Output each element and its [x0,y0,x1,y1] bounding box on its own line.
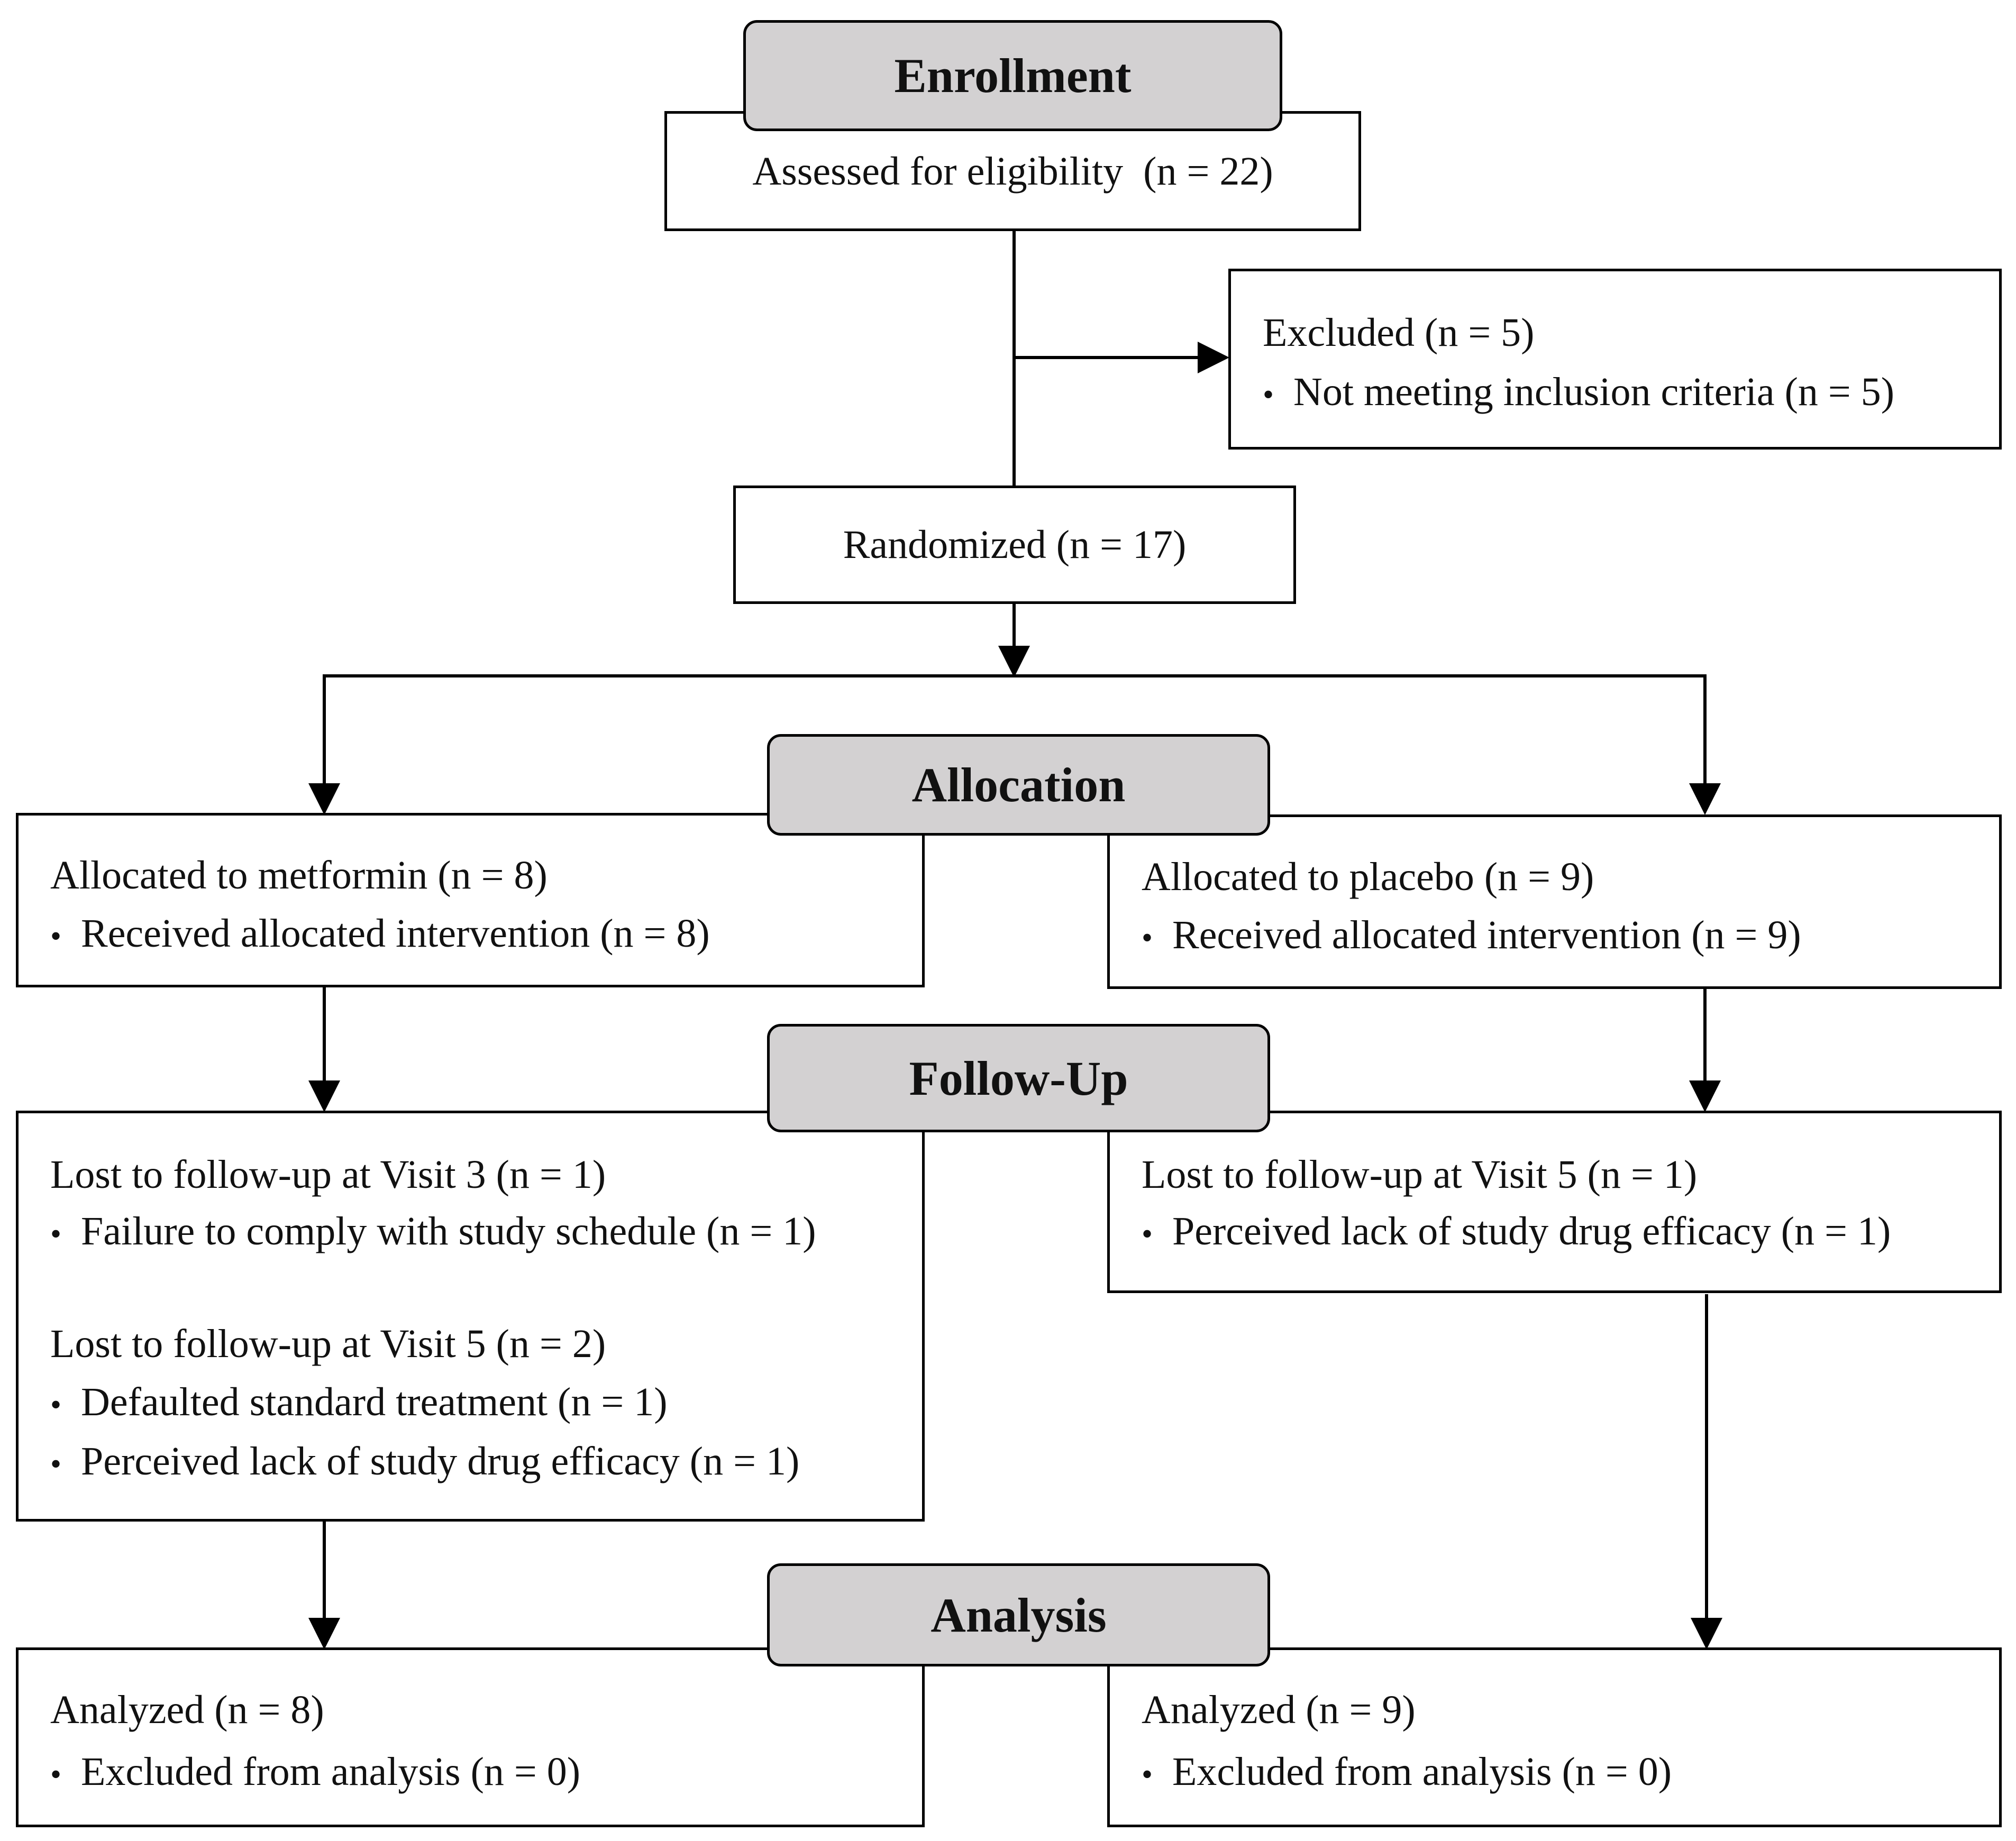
metformin-followup-group2-item-1-text: Defaulted standard treatment (n = 1) [81,1380,668,1424]
placebo-allocation-item: • Received allocated intervention (n = 9) [1142,915,1801,955]
metformin-followup-group1-item-text: Failure to comply with study schedule (n… [81,1209,816,1253]
excluded-reason-text: Not meeting inclusion criteria (n = 5) [1293,370,1895,414]
randomized-box: Randomized (n = 17) [733,486,1296,604]
metformin-followup-group2-item-1: • Defaulted standard treatment (n = 1) [50,1382,668,1422]
placebo-analysis-box: Analyzed (n = 9) • Excluded from analysis… [1107,1647,2002,1827]
placebo-allocation-title: Allocated to placebo (n = 9) [1142,855,1594,899]
bullet-icon: • [1142,1216,1153,1251]
metformin-allocation-box: Allocated to metformin (n = 8) • Received… [16,813,925,987]
placebo-followup-title: Lost to follow-up at Visit 5 (n = 1) [1142,1152,1698,1197]
metformin-allocation-item-text: Received allocated intervention (n = 8) [81,911,710,956]
metformin-allocation-title: Allocated to metformin (n = 8) [50,853,548,897]
excluded-title: Excluded (n = 5) [1263,310,1535,355]
placebo-allocation-box: Allocated to placebo (n = 9) • Received a… [1107,814,2002,989]
placebo-followup-box: Lost to follow-up at Visit 5 (n = 1) • Pe… [1107,1111,2002,1293]
metformin-followup-group2-item-2: • Perceived lack of study drug efficacy (… [50,1441,799,1481]
allocation-stage-text: Allocation [911,758,1126,812]
bullet-icon: • [1263,377,1274,412]
placebo-allocation-item-text: Received allocated intervention (n = 9) [1172,913,1801,957]
metformin-followup-group1-title: Lost to follow-up at Visit 3 (n = 1) [50,1152,606,1197]
analysis-stage-label: Analysis [767,1563,1270,1666]
bullet-icon: • [50,1216,62,1251]
follow-up-stage-label: Follow-Up [767,1024,1270,1132]
placebo-analysis-item-text: Excluded from analysis (n = 0) [1172,1750,1672,1794]
bullet-icon: • [50,919,62,954]
metformin-followup-box: Lost to follow-up at Visit 3 (n = 1) • Fa… [16,1111,925,1522]
bullet-icon: • [50,1387,62,1422]
placebo-followup-item-text: Perceived lack of study drug efficacy (n… [1172,1209,1891,1253]
analysis-stage-text: Analysis [931,1588,1107,1642]
metformin-followup-group1-item: • Failure to comply with study schedule (… [50,1211,816,1251]
randomized-text: Randomized (n = 17) [843,523,1187,567]
allocation-split-line [323,674,1707,812]
placebo-analysis-title: Analyzed (n = 9) [1142,1688,1416,1732]
metformin-analysis-item: • Excluded from analysis (n = 0) [50,1752,580,1792]
enrollment-stage-label: Enrollment [743,20,1282,131]
metformin-allocation-item: • Received allocated intervention (n = 8) [50,913,710,954]
bullet-icon: • [1142,1757,1153,1792]
bullet-icon: • [50,1446,62,1481]
assessed-text: Assessed for eligibility (n = 22) [752,149,1273,194]
metformin-followup-group2-title: Lost to follow-up at Visit 5 (n = 2) [50,1322,606,1366]
metformin-followup-group2-item-2-text: Perceived lack of study drug efficacy (n… [81,1439,800,1483]
placebo-followup-item: • Perceived lack of study drug efficacy (… [1142,1211,1891,1251]
bullet-icon: • [1142,920,1153,955]
excluded-box: Excluded (n = 5) • Not meeting inclusion … [1228,269,2002,450]
enrollment-stage-text: Enrollment [894,49,1132,103]
metformin-analysis-box: Analyzed (n = 8) • Excluded from analysis… [16,1647,925,1827]
excluded-reason-item: • Not meeting inclusion criteria (n = 5) [1263,372,1894,412]
placebo-analysis-item: • Excluded from analysis (n = 0) [1142,1752,1672,1792]
allocation-stage-label: Allocation [767,734,1270,836]
metformin-analysis-title: Analyzed (n = 8) [50,1688,324,1732]
follow-up-stage-text: Follow-Up [909,1051,1128,1105]
metformin-analysis-item-text: Excluded from analysis (n = 0) [81,1750,581,1794]
bullet-icon: • [50,1757,62,1792]
